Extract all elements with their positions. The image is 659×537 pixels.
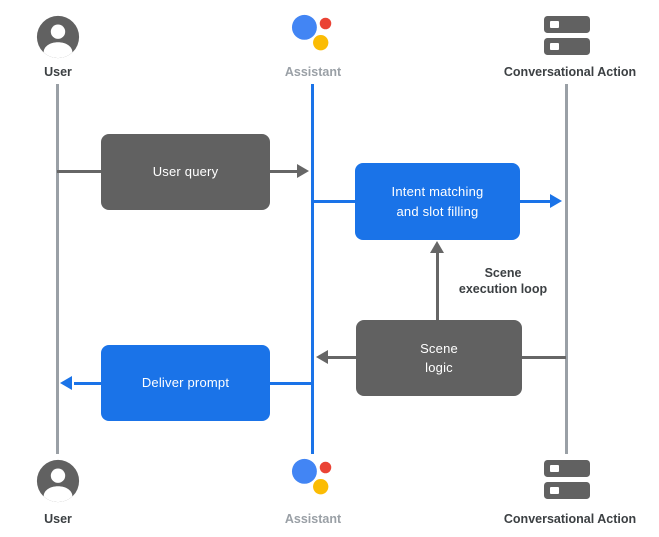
lane-label-user-top: User [44,65,72,79]
connector-user-to-user-query [57,170,102,173]
node-deliver-prompt: Deliver prompt [101,345,270,421]
lane-label-assistant-bottom: Assistant [284,512,342,526]
connector-assistant-to-intent [313,200,355,203]
node-intent-matching: Intent matching and slot filling [355,163,520,240]
connector-scene-logic-to-assistant [328,356,356,359]
connector-assistant-to-deliver [270,382,313,385]
lifeline-user [56,84,59,454]
connector-scene-loop [436,251,439,320]
lane-label-action-bottom: Conversational Action [503,512,637,526]
lifeline-action [565,84,568,454]
assistant-icon [291,456,337,502]
node-scene-logic: Scene logic [356,320,522,396]
arrowhead-intent-right [550,194,562,208]
lifeline-assistant [311,84,314,454]
server-icon [543,459,591,501]
connector-intent-to-action [520,200,551,203]
arrowhead-scene-logic-left [316,350,328,364]
connector-user-query-to-assistant [270,170,298,173]
node-user-query: User query [101,134,270,210]
label-scene-execution-loop: Scene execution loop [458,266,548,296]
user-icon [35,14,81,60]
user-icon [35,458,81,504]
arrowhead-scene-loop-up [430,241,444,253]
arrowhead-user-query-right [297,164,309,178]
assistant-icon [291,12,337,58]
connector-action-to-scene-logic [522,356,566,359]
server-icon [543,15,591,57]
lane-label-user-bottom: User [44,512,72,526]
lane-label-action-top: Conversational Action [503,65,637,79]
lane-label-assistant-top: Assistant [284,65,342,79]
arrowhead-deliver-left [60,376,72,390]
connector-deliver-to-user [74,382,101,385]
